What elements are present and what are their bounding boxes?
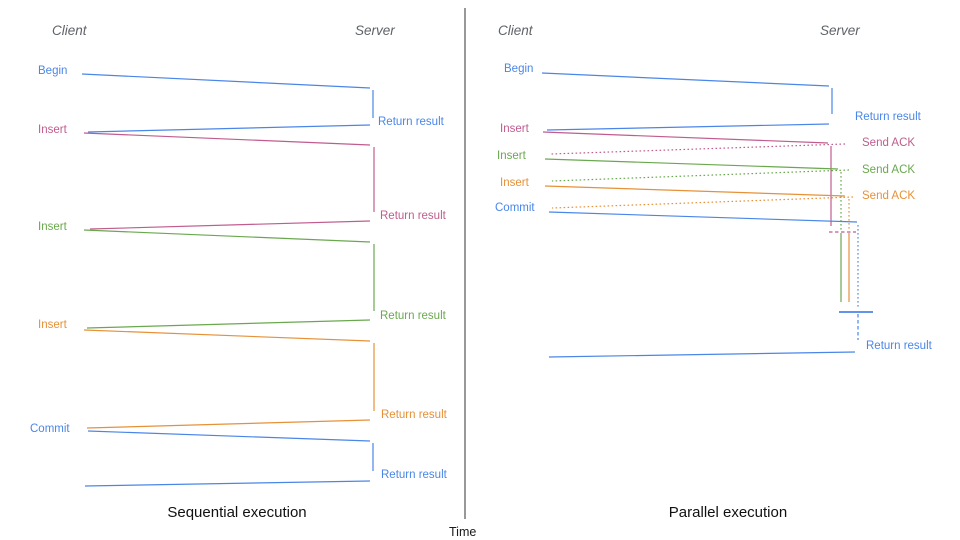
right-send-ack-1: Send ACK	[862, 137, 916, 149]
left-insert3-label: Insert	[38, 319, 67, 331]
request-arrow	[83, 229, 371, 243]
right-panel-title: Parallel execution	[668, 504, 788, 521]
response-arrow	[84, 480, 371, 487]
right-sync-and-final	[548, 231, 873, 358]
request-arrow	[548, 211, 858, 223]
left-insert2-label: Insert	[38, 221, 67, 233]
left-commit-exchange	[84, 430, 374, 487]
left-return-result-1: Return result	[378, 116, 444, 128]
right-insert2-exchange	[544, 158, 850, 302]
request-arrow	[541, 72, 830, 87]
response-arrow	[86, 419, 371, 429]
ack-arrow	[550, 143, 846, 155]
right-send-ack-3: Send ACK	[862, 190, 916, 202]
right-return-result-top: Return result	[855, 111, 921, 123]
time-axis-label: Time	[449, 525, 477, 539]
left-panel-title: Sequential execution	[167, 504, 307, 521]
request-arrow	[87, 430, 371, 442]
left-commit-label: Commit	[30, 423, 70, 435]
right-insert3-exchange	[544, 185, 854, 302]
left-insert3-exchange	[83, 329, 375, 429]
right-insert2-label: Insert	[497, 150, 526, 162]
left-return-result-2: Return result	[380, 210, 446, 222]
right-insert1-label: Insert	[500, 123, 529, 135]
right-server-header: Server	[820, 23, 860, 38]
left-insert2-exchange	[83, 229, 375, 329]
right-return-result-bottom: Return result	[866, 340, 932, 352]
right-commit-label: Commit	[495, 202, 535, 214]
left-begin-exchange	[81, 73, 374, 133]
response-arrow	[89, 220, 371, 230]
right-begin-label: Begin	[504, 63, 534, 75]
right-commit-exchange	[548, 211, 859, 309]
left-return-result-5: Return result	[381, 469, 447, 481]
right-insert3-label: Insert	[500, 177, 529, 189]
left-begin-label: Begin	[38, 65, 68, 77]
request-arrow	[83, 132, 371, 146]
right-begin-exchange	[541, 72, 833, 131]
left-return-result-4: Return result	[381, 409, 447, 421]
ack-arrow	[551, 169, 850, 182]
left-client-header: Client	[52, 23, 87, 38]
left-server-header: Server	[355, 23, 395, 38]
left-insert1-exchange	[83, 132, 375, 230]
left-insert1-label: Insert	[38, 124, 67, 136]
right-send-ack-2: Send ACK	[862, 164, 916, 176]
request-arrow	[542, 131, 829, 144]
right-client-header: Client	[498, 23, 533, 38]
left-return-result-3: Return result	[380, 310, 446, 322]
response-arrow	[86, 319, 371, 329]
request-arrow	[544, 158, 839, 170]
request-arrow	[81, 73, 371, 89]
right-insert1-exchange	[542, 131, 846, 226]
response-arrow	[87, 124, 371, 133]
request-arrow	[83, 329, 371, 342]
response-arrow	[546, 123, 830, 131]
ack-arrow	[551, 196, 854, 209]
final-response-arrow	[548, 351, 856, 358]
request-arrow	[544, 185, 846, 197]
